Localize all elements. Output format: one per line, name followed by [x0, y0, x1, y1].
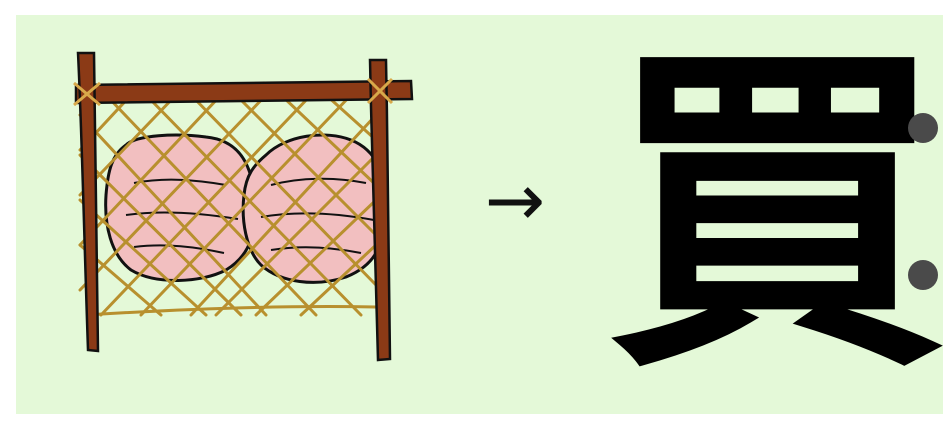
- right-arrow-icon: →: [460, 165, 570, 235]
- bullet-icon: [908, 260, 938, 290]
- shell-left: [106, 135, 255, 280]
- diagram-panel: → 買: [16, 15, 943, 414]
- bullet-icon: [908, 113, 938, 143]
- kanji-character: 買: [606, 29, 926, 399]
